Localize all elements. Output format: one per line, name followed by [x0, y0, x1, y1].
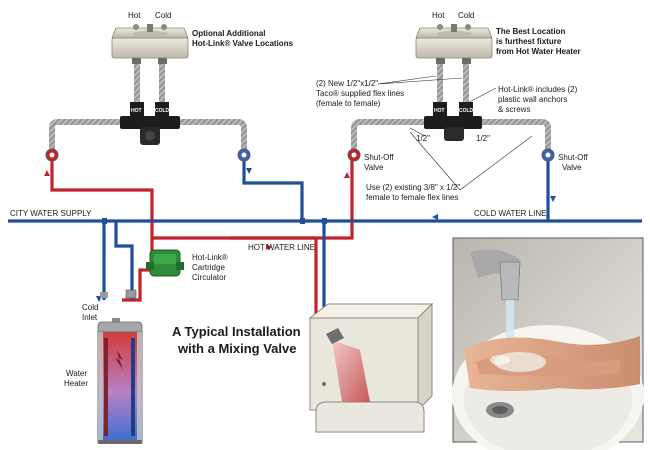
optional-locations-line1: Optional Additional: [192, 29, 265, 38]
valve-hot-label: HOT: [131, 108, 142, 114]
anchors-line1: Hot-Link® includes (2): [498, 85, 578, 94]
taco-lines-line1: (2) New 1/2"x1/2": [316, 79, 378, 88]
diagram-title-line2: with a Mixing Valve: [177, 341, 296, 356]
mixing-valve-right: HOT COLD: [424, 102, 482, 141]
cold-label-left: Cold: [155, 11, 171, 20]
flex-lines: [49, 62, 551, 150]
best-location-line1: The Best Location: [496, 27, 565, 36]
cold-water-line-label: COLD WATER LINE: [474, 209, 546, 218]
right-sink: [415, 24, 493, 64]
water-heater-line1: Water: [66, 369, 87, 378]
best-location-line2: is furthest fixture: [496, 37, 562, 46]
taco-lines-line2: Taco® supplied flex lines: [316, 89, 404, 98]
shower-icon: [308, 302, 434, 433]
left-sink: [111, 24, 189, 64]
water-heater-icon: [97, 318, 143, 444]
shutoff-valves: [45, 148, 555, 162]
hand-washing-photo: [452, 237, 644, 450]
anchors-line2: plastic wall anchors: [498, 95, 567, 104]
mixing-valve-left: HOT COLD: [120, 102, 180, 145]
half-inch-label-right: 1/2": [476, 134, 490, 143]
shutoff-right-line2: Valve: [562, 163, 582, 172]
optional-locations-line2: Hot-Link® Valve Locations: [192, 39, 294, 48]
best-location-line3: from Hot Water Heater: [496, 47, 581, 56]
labels: Hot Cold Hot Cold Optional Additional Ho…: [10, 11, 588, 388]
valve-cold-label-right: COLD: [459, 108, 474, 114]
inlet-valve: [100, 289, 137, 299]
callout-lines: [377, 75, 533, 191]
diagram-title-line1: A Typical Installation: [172, 324, 301, 339]
shutoff-valve-icon: [45, 148, 59, 162]
faucet-icon: [133, 24, 139, 30]
existing-lines-line2: female to female flex lines: [366, 193, 459, 202]
anchors-line3: & screws: [498, 105, 530, 114]
shutoff-right-line1: Shut-Off: [558, 153, 588, 162]
valve-cold-label: COLD: [155, 108, 170, 114]
circulator-icon: [146, 249, 184, 277]
existing-lines-line1: Use (2) existing 3/8" x 1/2": [366, 183, 460, 192]
circulator-line2: Cartridge: [192, 263, 225, 272]
hot-water-pipes: [50, 160, 354, 318]
cold-inlet-line2: Inlet: [82, 313, 98, 322]
hot-water-line-label: HOT WATER LINE: [248, 243, 315, 252]
taco-lines-line3: (female to female): [316, 99, 381, 108]
cold-label-right: Cold: [458, 11, 474, 20]
city-water-supply-label: CITY WATER SUPPLY: [10, 209, 92, 218]
circulator-line1: Hot-Link®: [192, 253, 228, 262]
valve-hot-label-right: HOT: [434, 108, 445, 114]
cold-inlet-line1: Cold: [82, 303, 98, 312]
shutoff-left-line1: Shut-Off: [364, 153, 394, 162]
hot-label-left: Hot: [128, 11, 141, 20]
shutoff-left-line2: Valve: [364, 163, 384, 172]
circulator-line3: Circulator: [192, 273, 227, 282]
water-heater-line2: Heater: [64, 379, 88, 388]
hot-label-right: Hot: [432, 11, 445, 20]
half-inch-label-left: 1/2": [416, 134, 430, 143]
